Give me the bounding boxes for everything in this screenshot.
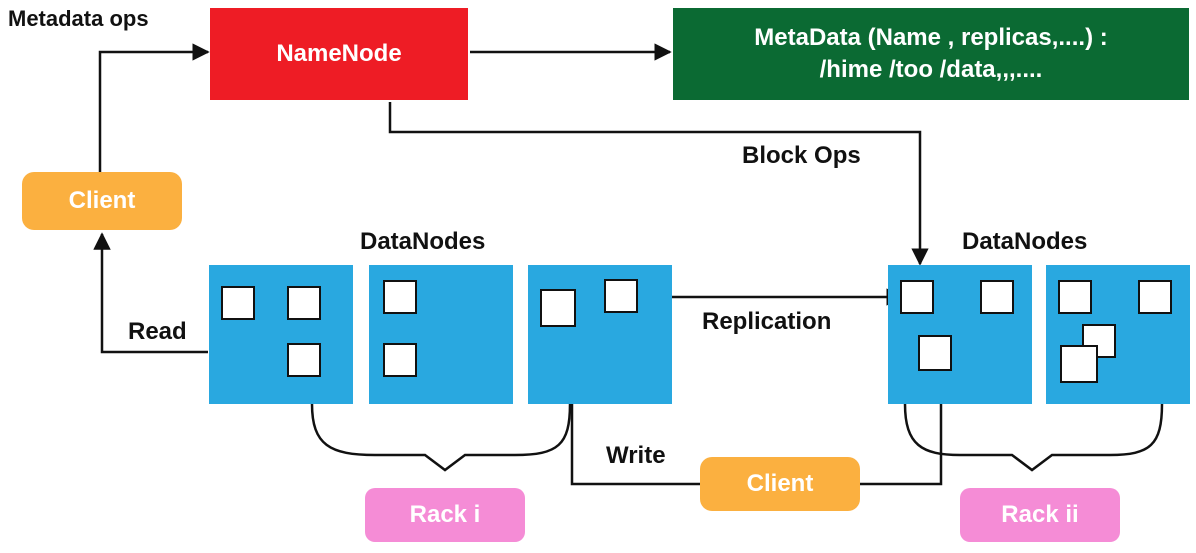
data-block — [900, 280, 934, 314]
metadata-ops-arrow — [98, 43, 210, 172]
metadata-box: MetaData (Name , replicas,....) : /hime … — [673, 8, 1189, 100]
client-bottom-box: Client — [700, 457, 860, 511]
replication-label: Replication — [702, 308, 832, 335]
data-block — [287, 286, 321, 320]
read-label: Read — [128, 318, 187, 345]
metadata-ops-label: Metadata ops — [8, 6, 149, 31]
data-block — [1138, 280, 1172, 314]
rack-i-brace — [310, 403, 572, 472]
data-block — [383, 280, 417, 314]
datanode-1 — [209, 265, 353, 404]
data-block — [980, 280, 1014, 314]
client-to-datanode-arrow — [860, 369, 950, 486]
block-ops-arrow — [388, 102, 929, 266]
client-bottom-label: Client — [746, 470, 814, 497]
client-top-label: Client — [68, 187, 136, 214]
data-block — [918, 335, 952, 371]
rack-i-label: Rack i — [409, 501, 481, 528]
read-arrow — [93, 232, 208, 354]
write-label: Write — [606, 442, 666, 469]
rack-i-box: Rack i — [365, 488, 525, 542]
metadata-line-1: MetaData (Name , replicas,....) : — [754, 23, 1108, 51]
data-block — [221, 286, 255, 320]
datanode-3 — [528, 265, 672, 404]
block-ops-label: Block Ops — [742, 142, 861, 169]
metadata-line-2: /hime /too /data,,,.... — [819, 56, 1043, 83]
data-block — [287, 343, 321, 377]
rack-ii-brace — [903, 403, 1164, 472]
rack-ii-box: Rack ii — [960, 488, 1120, 542]
namenode-label: NameNode — [276, 40, 402, 67]
client-top-box: Client — [22, 172, 182, 230]
namenode-box: NameNode — [210, 8, 468, 100]
datanodes-right-label: DataNodes — [962, 228, 1088, 255]
data-block — [1060, 345, 1098, 383]
datanode-5 — [1046, 265, 1190, 404]
data-block — [540, 289, 576, 327]
datanode-2 — [369, 265, 513, 404]
rack-ii-label: Rack ii — [1001, 501, 1079, 528]
datanode-4 — [888, 265, 1032, 404]
data-block — [604, 279, 638, 313]
data-block — [1058, 280, 1092, 314]
data-block — [383, 343, 417, 377]
datanodes-left-label: DataNodes — [360, 228, 486, 255]
